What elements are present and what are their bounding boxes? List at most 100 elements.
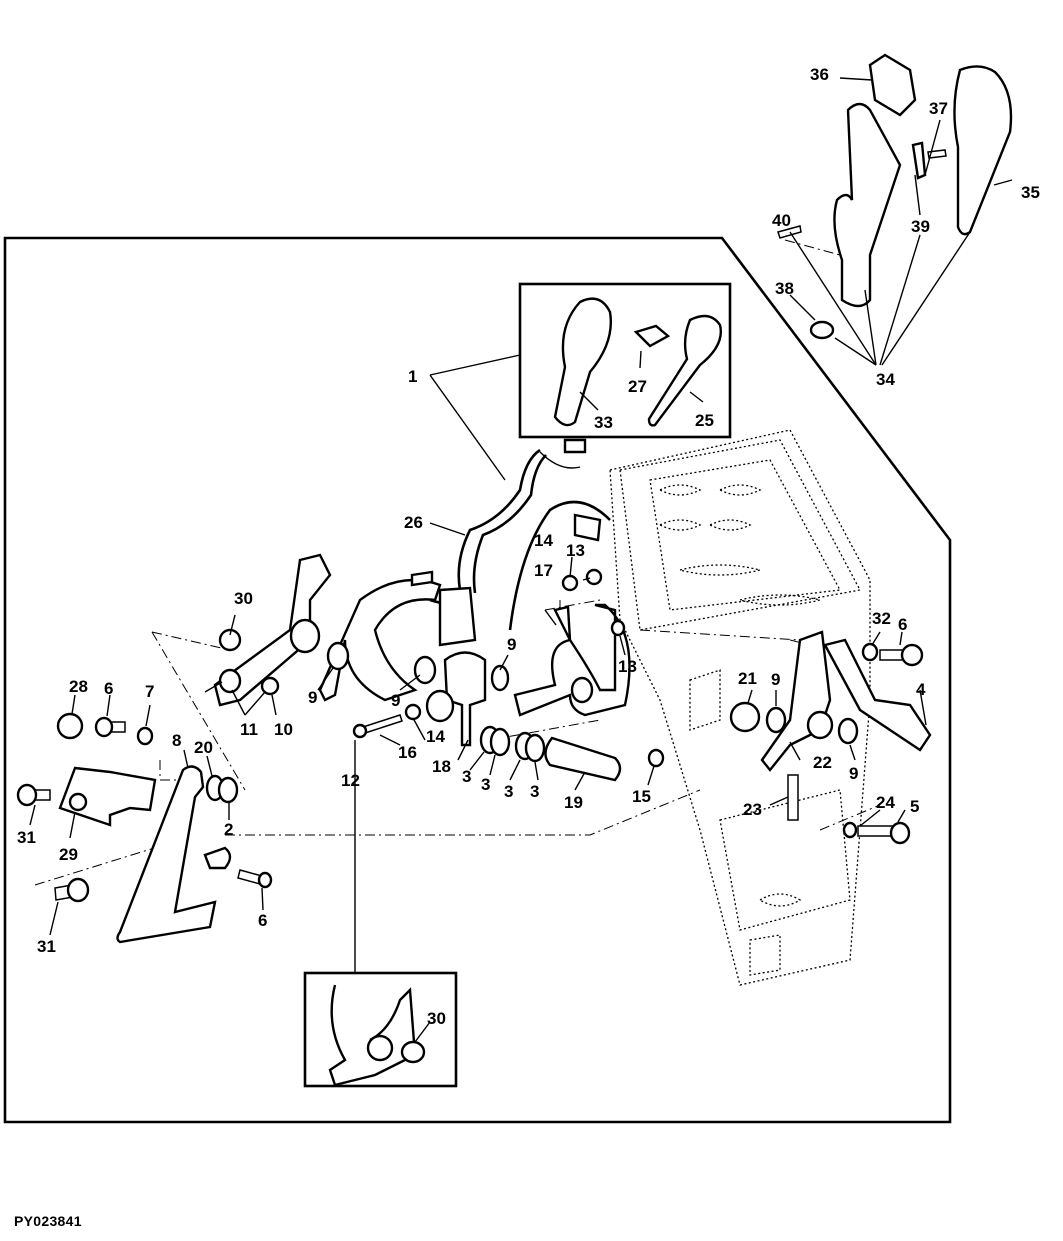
callout-15: 15 (632, 787, 651, 806)
inset-box-handle-parts (518, 282, 732, 439)
callout-31b: 31 (37, 937, 56, 956)
washer-9c (490, 664, 510, 692)
lever-22 (760, 630, 832, 772)
callout-6a: 6 (104, 679, 113, 698)
callout-11: 11 (240, 720, 258, 739)
washer-14 (404, 703, 422, 721)
callout-14b: 14 (426, 727, 445, 746)
callout-9a: 9 (308, 688, 317, 707)
callout-labels: 1 2 3 3 3 3 4 5 6 6 6 7 8 9 9 9 9 9 10 1… (17, 65, 1040, 1028)
callout-2: 2 (224, 820, 233, 839)
bracket-30-arm (213, 553, 332, 707)
callout-1: 1 (408, 367, 417, 386)
callout-39: 39 (911, 217, 930, 236)
connector (573, 513, 602, 542)
callout-12: 12 (341, 771, 360, 790)
callout-3b: 3 (481, 775, 490, 794)
handle-shell-left (833, 102, 902, 308)
callout-29: 29 (59, 845, 78, 864)
nut-15 (647, 748, 665, 768)
callout-3a: 3 (462, 767, 471, 786)
callout-6b: 6 (258, 911, 267, 930)
bushing-30 (218, 628, 242, 652)
bushing-28 (56, 712, 84, 740)
callout-9b: 9 (391, 691, 400, 710)
washer-24 (842, 821, 858, 839)
diagram-frame (3, 236, 952, 1124)
washer-9d (765, 706, 787, 734)
left-bracket-assembly (16, 712, 273, 944)
clamp (438, 586, 477, 647)
washer-9b (413, 655, 437, 685)
clip-39 (911, 141, 927, 180)
washer-9e (837, 717, 859, 745)
plate-29 (58, 766, 157, 827)
callout-30a: 30 (234, 589, 253, 608)
washer-14b (561, 574, 579, 592)
figure-id: PY023841 (14, 1213, 82, 1229)
switch-block-36 (868, 53, 917, 117)
bushing-10 (260, 676, 280, 696)
screw-37 (927, 149, 947, 159)
callout-35: 35 (1021, 183, 1040, 202)
bushing-21 (729, 701, 761, 733)
callout-4: 4 (916, 680, 926, 699)
callout-40: 40 (772, 211, 791, 230)
callout-17: 17 (534, 561, 553, 580)
callout-30b: 30 (427, 1009, 446, 1028)
callout-9e: 9 (849, 764, 858, 783)
callout-9c: 9 (507, 635, 516, 654)
right-bracket-assembly (729, 630, 932, 845)
handle-half-33 (553, 297, 612, 427)
washer-7 (136, 726, 154, 746)
spring-23 (787, 774, 799, 821)
callout-31a: 31 (17, 828, 36, 847)
pivot-block-18 (443, 651, 487, 747)
bolt-5 (857, 825, 896, 837)
callout-25: 25 (695, 411, 714, 430)
callout-8: 8 (172, 731, 181, 750)
washer-9a (326, 641, 350, 671)
handle-assembly (777, 53, 1013, 366)
callout-16: 16 (398, 743, 417, 762)
callout-13b: 13 (618, 657, 637, 676)
spacer-3b (489, 727, 511, 757)
inset-lever-detail (328, 984, 426, 1087)
leader-lines (29, 354, 927, 1043)
callout-28: 28 (69, 677, 88, 696)
callout-9d: 9 (771, 670, 780, 689)
callout-36: 36 (810, 65, 829, 84)
assembly-lines (34, 239, 881, 886)
handle-half-25 (647, 314, 722, 427)
nut-13b (610, 619, 626, 637)
callout-10: 10 (274, 720, 293, 739)
screw-40 (777, 225, 802, 239)
callout-13a: 13 (566, 541, 585, 560)
callout-37: 37 (929, 99, 948, 118)
inset-box-lever-detail (303, 971, 458, 1088)
callout-23: 23 (743, 800, 762, 819)
callout-24: 24 (876, 793, 895, 812)
callout-27: 27 (628, 377, 647, 396)
washer-2 (217, 776, 239, 804)
damper-19 (544, 736, 622, 782)
connector-small (563, 438, 587, 454)
callout-19: 19 (564, 793, 583, 812)
nut-13a (585, 568, 603, 586)
bracket-17 (513, 603, 631, 717)
bushing-30-inset (400, 1040, 426, 1064)
bracket-4 (823, 638, 932, 752)
callout-7: 7 (145, 682, 154, 701)
lever-assembly (213, 553, 665, 782)
callout-3d: 3 (530, 782, 539, 801)
clip-27 (633, 324, 671, 348)
callout-21: 21 (738, 669, 757, 688)
callout-32: 32 (872, 609, 891, 628)
ring-38 (809, 320, 835, 340)
callout-26: 26 (404, 513, 423, 532)
console-outline-dotted (609, 429, 871, 986)
washer-32 (861, 642, 879, 662)
callout-22: 22 (813, 753, 832, 772)
callout-3c: 3 (504, 782, 513, 801)
callout-33: 33 (594, 413, 613, 432)
